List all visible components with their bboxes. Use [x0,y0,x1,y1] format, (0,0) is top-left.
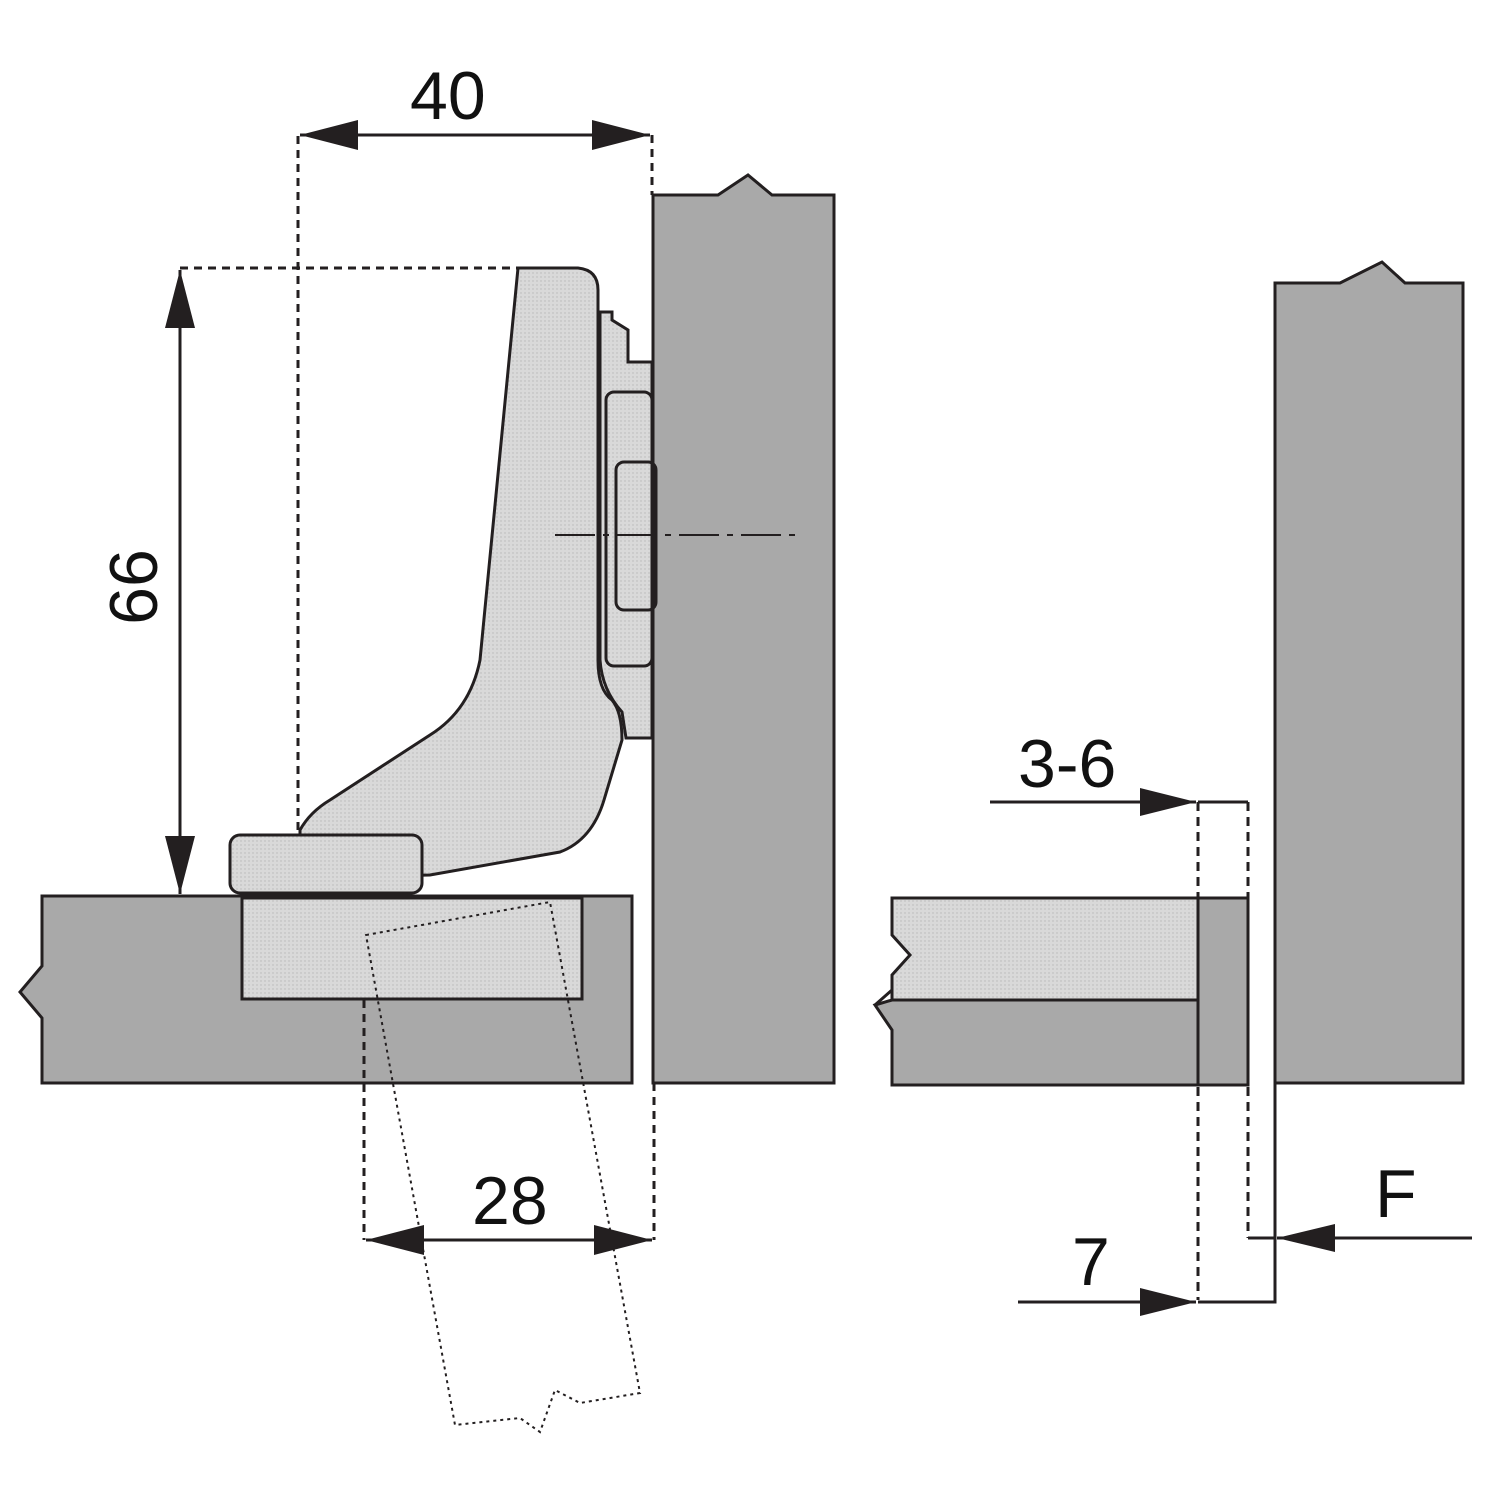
overlay-solid-lines [1198,800,1277,1304]
hinge-arm [298,266,624,880]
dim-40-arrow-left [300,120,358,150]
dim-7-arrow [1140,1288,1196,1316]
mounting-plate [598,310,654,740]
dim-f-arrow [1277,1224,1335,1252]
dim-7-label: 7 [1072,1224,1110,1300]
overlay-dashed-lines [1196,802,1250,1300]
dim-66-arrow-top [165,270,195,328]
mounting-plate-inner [604,390,654,668]
dim-40-label: 40 [410,58,486,134]
dim-28-label: 28 [472,1163,548,1239]
dim-66-arrow-bottom [165,836,195,894]
dim-66-label: 66 [95,549,172,625]
dim-28-arrow-right [594,1225,652,1255]
right-door-edge [1196,896,1250,1087]
dim-40-extension [296,135,654,830]
dim-3-6-label: 3-6 [1018,726,1117,802]
hinge-cup-base [228,833,424,895]
right-cabinet-side-panel [1273,260,1465,1085]
dim-40-arrow-right [592,120,650,150]
cabinet-side-panel [651,173,836,1085]
dim-28-extension [362,1000,656,1240]
right-door-panel-top [874,896,1200,1007]
dim-28-arrow-left [366,1225,424,1255]
dim-f-label: F [1375,1156,1417,1232]
hinge-cup-recess [240,896,584,1001]
dim-3-6-arrow [1140,788,1196,816]
right-door-panel [872,998,1250,1087]
